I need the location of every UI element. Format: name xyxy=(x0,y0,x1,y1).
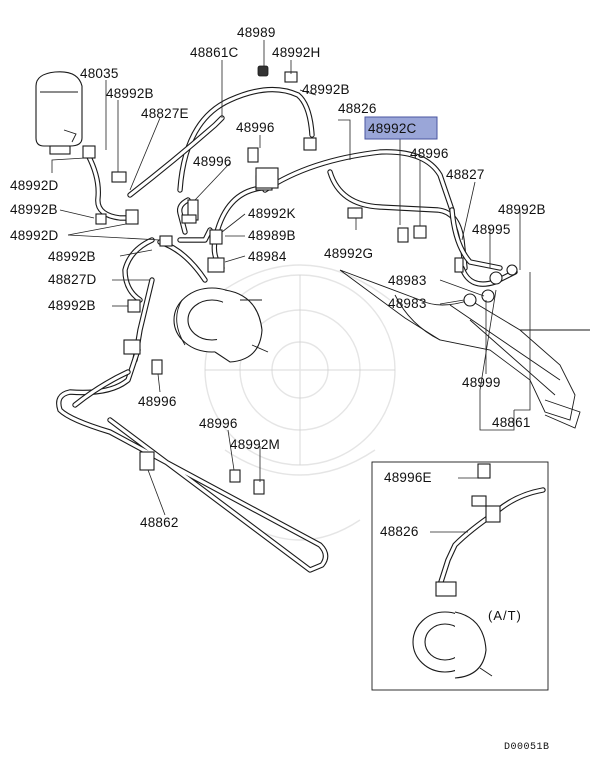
label-48996e[interactable]: 48996E xyxy=(384,470,432,485)
label-48992h[interactable]: 48992H xyxy=(272,45,321,60)
label-48992b-right[interactable]: 48992B xyxy=(498,202,546,217)
watermark-emblem xyxy=(204,264,396,541)
label-48992b-c[interactable]: 48992B xyxy=(48,298,96,313)
clamps-and-fittings xyxy=(82,65,518,495)
label-48992g[interactable]: 48992G xyxy=(324,246,373,261)
label-48992b-res[interactable]: 48992B xyxy=(106,86,154,101)
leader-lines xyxy=(51,40,531,516)
label-48861[interactable]: 48861 xyxy=(492,415,531,430)
label-48862[interactable]: 48862 xyxy=(140,515,179,530)
label-48983-b[interactable]: 48983 xyxy=(388,296,427,311)
label-48861c[interactable]: 48861C xyxy=(190,45,239,60)
label-48996-c[interactable]: 48996 xyxy=(193,154,232,169)
label-48992d-b[interactable]: 48992D xyxy=(10,228,59,243)
label-48035[interactable]: 48035 xyxy=(80,66,119,81)
steering-gear-box xyxy=(339,269,590,429)
label-48989[interactable]: 48989 xyxy=(237,25,276,40)
label-48992m[interactable]: 48992M xyxy=(230,437,280,452)
label-48992c[interactable]: 48992C xyxy=(368,121,417,136)
label-48999[interactable]: 48999 xyxy=(462,375,501,390)
label-48992b-top[interactable]: 48992B xyxy=(302,82,350,97)
label-48992b-b[interactable]: 48992B xyxy=(48,249,96,264)
label-48984[interactable]: 48984 xyxy=(248,249,287,264)
label-48983-a[interactable]: 48983 xyxy=(388,273,427,288)
highlighted-part-badge xyxy=(364,116,438,140)
diagram-code: D00051B xyxy=(504,742,550,753)
label-48827e[interactable]: 48827E xyxy=(141,106,189,121)
label-48996-b[interactable]: 48996 xyxy=(410,146,449,161)
label-48992b-a[interactable]: 48992B xyxy=(10,202,58,217)
label-48826[interactable]: 48826 xyxy=(338,101,377,116)
power-steering-pump xyxy=(173,287,269,363)
label-48827[interactable]: 48827 xyxy=(446,167,485,182)
part-labels: 48989 48861C 48992H 48035 48992B 48992B … xyxy=(10,25,550,753)
inset-note: (A/T) xyxy=(488,608,522,623)
label-48827d[interactable]: 48827D xyxy=(48,272,97,287)
label-48826-inset[interactable]: 48826 xyxy=(380,524,419,539)
label-48996-e[interactable]: 48996 xyxy=(199,416,238,431)
label-48992d-a[interactable]: 48992D xyxy=(10,178,59,193)
hose-network xyxy=(56,86,518,573)
label-48992k[interactable]: 48992K xyxy=(248,206,296,221)
inset-at-variant xyxy=(371,461,549,691)
label-48996-a[interactable]: 48996 xyxy=(236,120,275,135)
label-48989b[interactable]: 48989B xyxy=(248,228,296,243)
label-48995[interactable]: 48995 xyxy=(472,222,511,237)
reservoir-48035 xyxy=(35,71,83,155)
label-48996-d[interactable]: 48996 xyxy=(138,394,177,409)
